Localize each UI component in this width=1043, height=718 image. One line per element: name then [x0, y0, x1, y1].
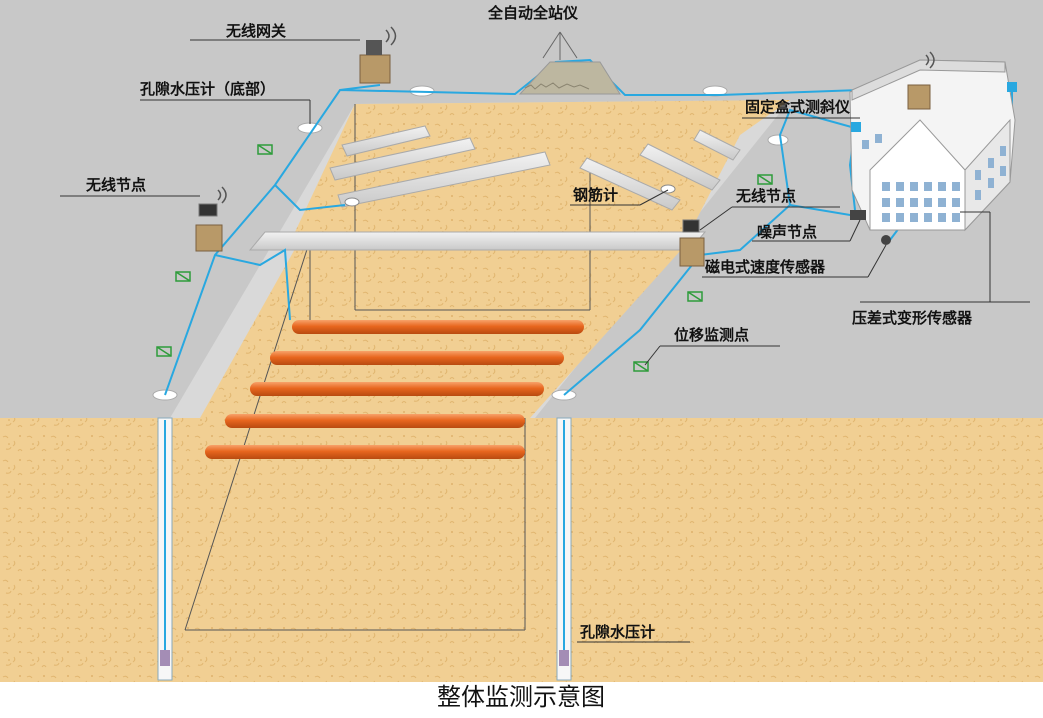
label-magneto-velocity: 磁电式速度传感器 — [705, 258, 826, 276]
crossbeam — [248, 231, 707, 251]
label-fixed-inclinometer: 固定盒式测斜仪 — [745, 98, 851, 116]
rebar-meter-icon — [344, 184, 676, 207]
label-wireless-node-left: 无线节点 — [85, 176, 146, 194]
displacement-marker-icon — [156, 346, 172, 357]
displacement-marker-icon — [687, 291, 703, 302]
wireless-node-icon — [679, 219, 705, 267]
displacement-marker-icon — [257, 144, 273, 155]
label-diff-pressure-deform: 压差式变形传感器 — [852, 309, 973, 327]
wireless-gateway-icon — [359, 26, 397, 84]
label-leaders — [60, 39, 1030, 643]
label-pore-pressure: 孔隙水压计 — [580, 623, 655, 641]
label-noise-node: 噪声节点 — [757, 223, 817, 241]
label-total-station: 全自动全站仪 — [487, 4, 579, 22]
displacement-marker-icon — [633, 361, 649, 372]
label-pore-pressure-bottom: 孔隙水压计（底部） — [140, 80, 275, 98]
pore-pressure-tubes — [157, 417, 572, 681]
label-wireless-gateway: 无线网关 — [225, 22, 286, 40]
soil-section — [0, 418, 1043, 682]
displacement-marker-icon — [175, 271, 191, 282]
displacement-marker-icon — [757, 174, 773, 185]
building — [849, 51, 1017, 245]
label-wireless-node-right: 无线节点 — [735, 187, 796, 205]
label-rebar-meter: 钢筋计 — [573, 186, 618, 204]
displacement-markers — [156, 144, 773, 372]
wireless-node-icon — [195, 186, 227, 252]
steel-struts — [205, 320, 584, 459]
total-station-icon — [518, 31, 621, 95]
label-displacement-point: 位移监测点 — [674, 326, 749, 344]
diagram-caption: 整体监测示意图 — [437, 683, 605, 711]
